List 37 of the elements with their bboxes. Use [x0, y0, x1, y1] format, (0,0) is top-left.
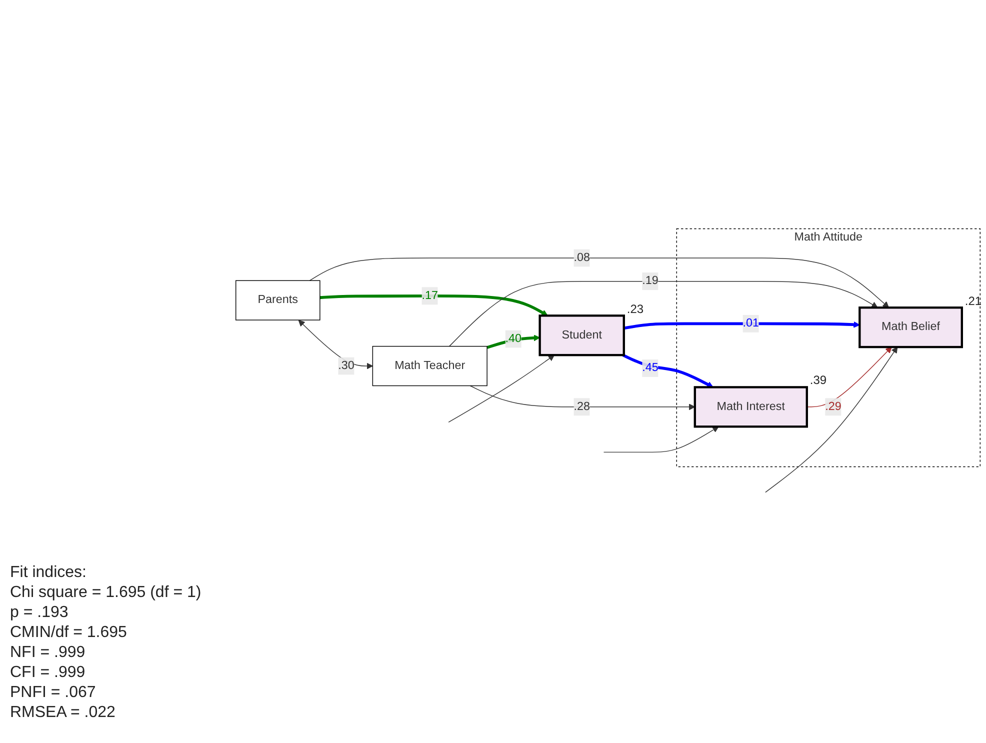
arrow — [622, 354, 714, 388]
variance-value: .23 — [626, 302, 644, 316]
fit-index-text: RMSEA = .022 — [10, 703, 116, 723]
arrow — [765, 346, 898, 493]
edge-label: .29 — [825, 400, 842, 413]
edge-label: .01 — [742, 317, 760, 330]
node-box: Math Interest — [694, 386, 808, 428]
node-box: Math Teacher — [372, 346, 488, 386]
fit-index-text: Chi square = 1.695 (df = 1) — [10, 583, 202, 603]
edge-label: .30 — [338, 359, 354, 372]
arrow — [448, 354, 555, 423]
fit-index-text: p = .193 — [10, 603, 70, 623]
arrow — [470, 385, 696, 410]
variance-value: .21 — [964, 294, 982, 308]
fit-index-text: NFI = .999 — [10, 643, 86, 663]
arrow — [486, 334, 540, 349]
arrow — [320, 294, 548, 316]
node-box: Student — [538, 314, 625, 356]
edge-label: .40 — [505, 332, 522, 345]
arrow — [448, 280, 878, 347]
arrow — [603, 426, 719, 453]
edge-label: .17 — [422, 289, 438, 302]
arrow — [309, 258, 890, 308]
arrow — [624, 321, 860, 330]
fit-index-text: CFI = .999 — [10, 663, 86, 683]
edge-label: .45 — [642, 362, 658, 374]
variance-value: .39 — [810, 373, 827, 388]
edge-label: .19 — [642, 274, 658, 288]
node-box: Math Belief — [858, 306, 963, 348]
fit-index-text: CMIN/df = 1.695 — [10, 623, 128, 643]
fit-index-text: PNFI = .067 — [10, 683, 97, 703]
arrow — [806, 346, 892, 408]
arrow — [298, 320, 373, 370]
edge-label: .08 — [574, 251, 590, 264]
edge-label: .28 — [574, 400, 590, 413]
fit-index-text: Fit indices: — [10, 563, 88, 583]
node-box: Parents — [235, 280, 320, 320]
